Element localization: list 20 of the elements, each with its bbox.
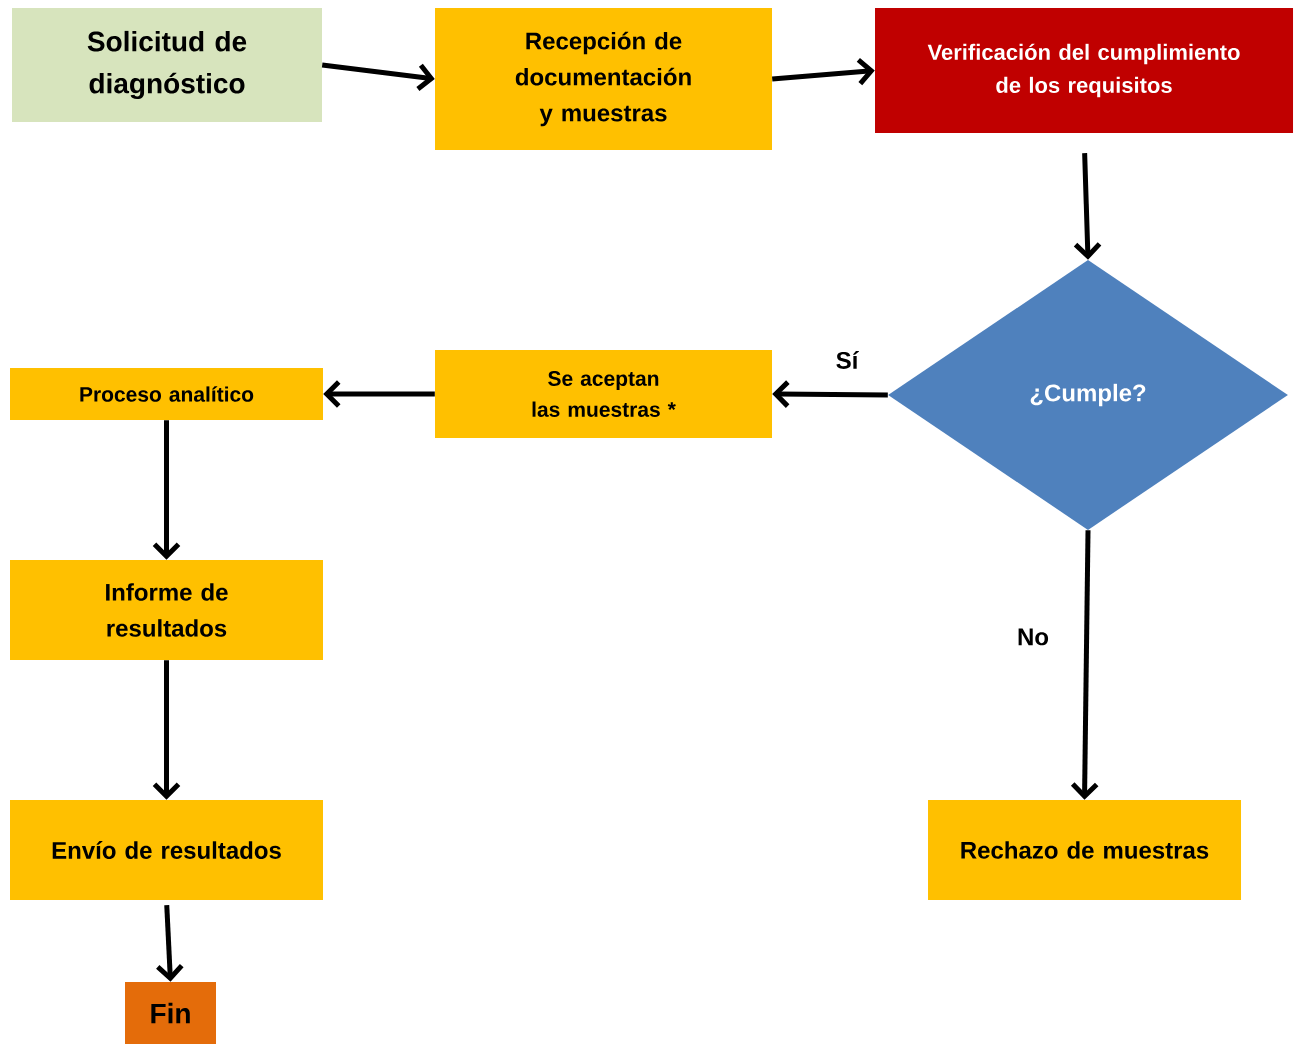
arrow [772, 380, 888, 408]
process-box: Envío de resultados [10, 800, 323, 900]
arrow [1070, 530, 1099, 800]
arrow [152, 660, 181, 800]
process-box: Proceso analítico [10, 368, 323, 420]
arrow [152, 420, 181, 560]
process-box: Rechazo de muestras [928, 800, 1241, 900]
process-box: Informe de resultados [10, 560, 323, 660]
edge-label: Sí [833, 349, 861, 371]
arrow [321, 62, 435, 91]
arrow [1073, 153, 1102, 260]
process-box: Recepción de documentación y muestras [435, 8, 772, 150]
process-box: Verificación del cumplimiento de los requisitos [875, 8, 1293, 133]
end-box: Fin [125, 982, 216, 1044]
process-box: Solicitud de diagnóstico [12, 8, 322, 122]
process-box: Se aceptan las muestras * [435, 350, 772, 438]
arrow [156, 905, 184, 982]
edge-label: No [1015, 626, 1051, 648]
arrow [772, 57, 875, 86]
arrow [323, 380, 435, 408]
